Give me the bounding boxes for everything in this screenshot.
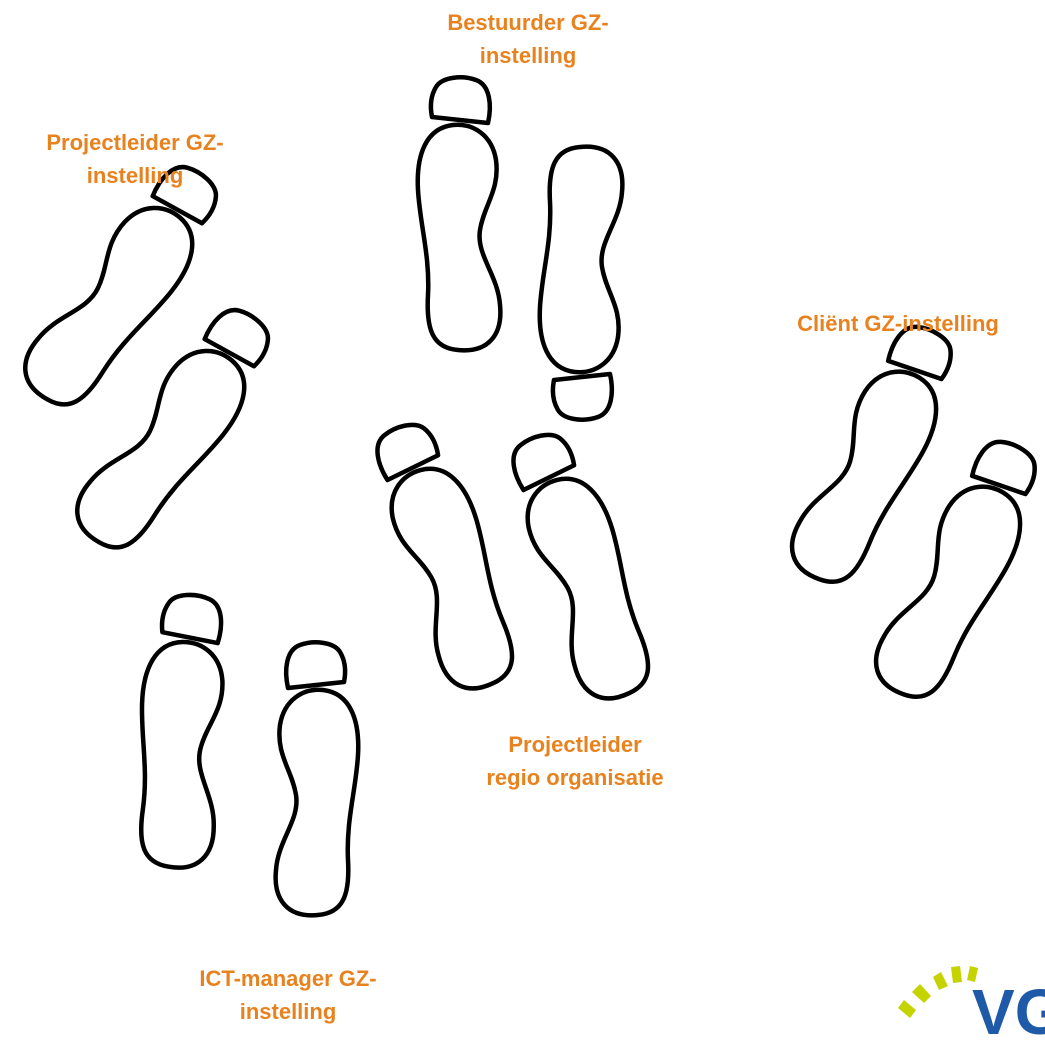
role-label-projectleider-regio: Projectleider regio organisatie bbox=[486, 732, 664, 790]
role-label-client: Cliënt GZ-instelling bbox=[797, 311, 999, 336]
role-label-bestuurder: Bestuurder GZ- instelling bbox=[447, 10, 609, 68]
role-label-ict-manager: ICT-manager GZ- instelling bbox=[199, 966, 377, 1024]
footprints-client bbox=[781, 314, 1045, 711]
footprints-diagram bbox=[0, 0, 1045, 1018]
footprints-projectleider-regio bbox=[360, 413, 667, 708]
vg-logo-text: VG bbox=[972, 976, 1045, 1048]
footprints-projectleider-gz bbox=[12, 152, 288, 566]
vg-logo bbox=[898, 966, 978, 1018]
footprints-bestuurder bbox=[418, 77, 623, 419]
footprints-ict-manager bbox=[128, 591, 358, 915]
role-label-projectleider-gz: Projectleider GZ- instelling bbox=[46, 130, 224, 188]
